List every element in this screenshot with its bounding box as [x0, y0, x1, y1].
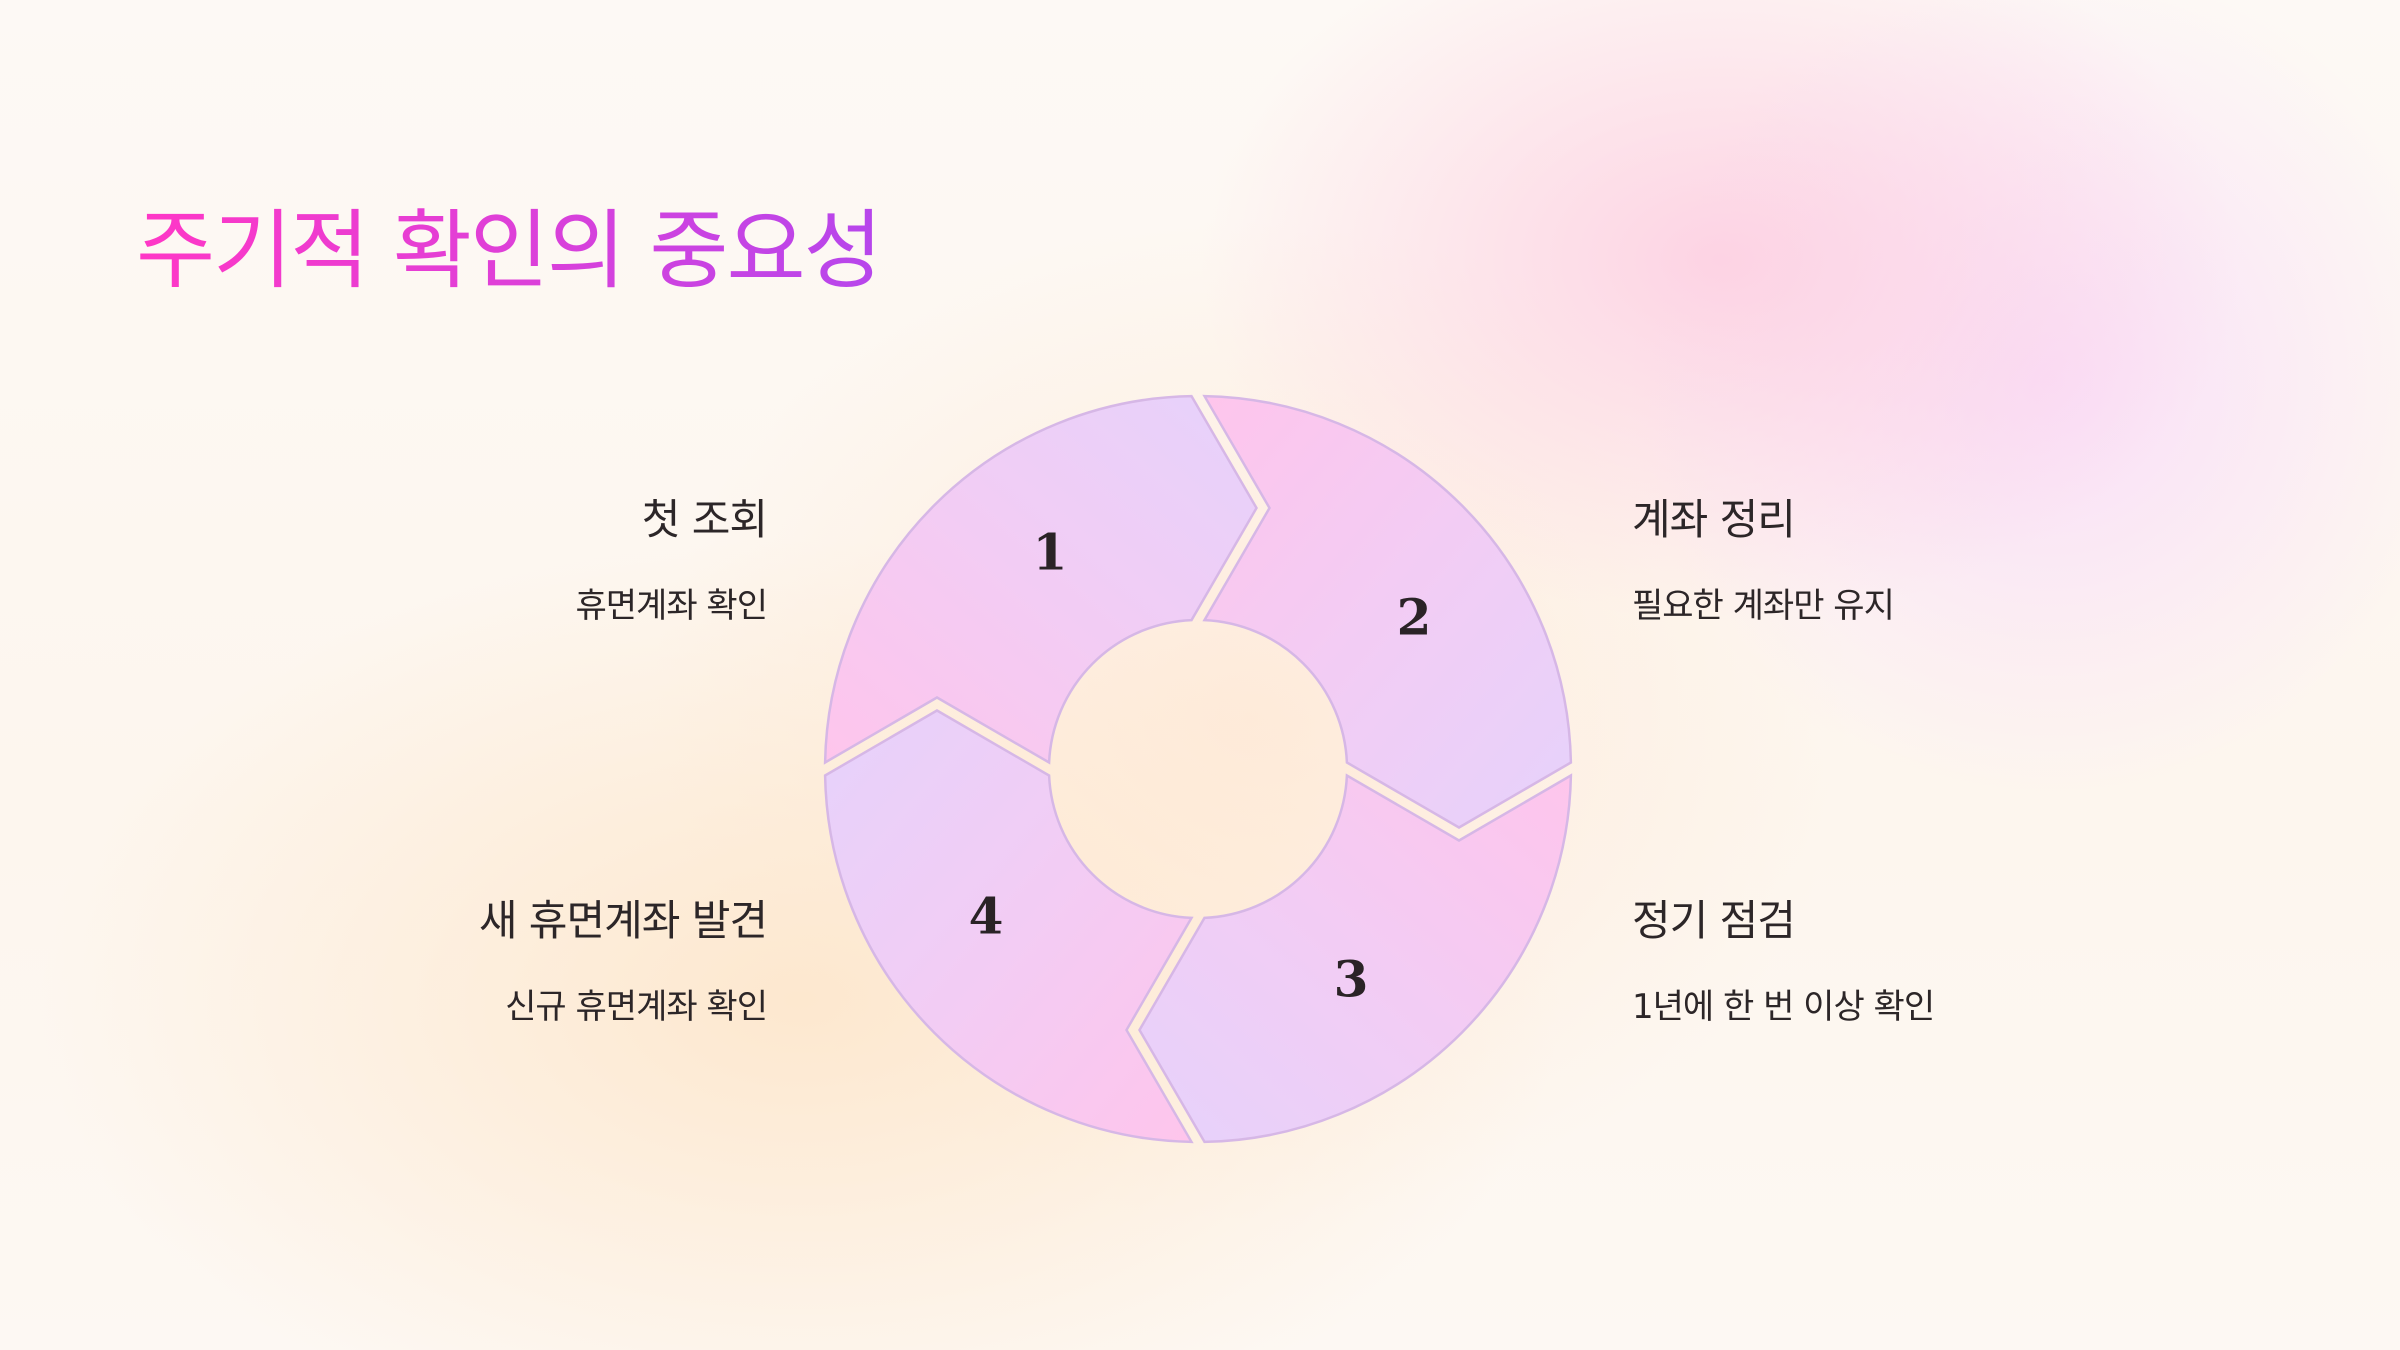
segment-number-4: 4: [969, 887, 1004, 946]
segment-number-1: 1: [1033, 523, 1068, 582]
step-2-description: 필요한 계좌만 유지: [1632, 586, 1895, 626]
cycle-segment-1: [823, 394, 1258, 765]
step-1-label: 첫 조회 휴면계좌 확인: [576, 492, 768, 630]
arrow-segment-shape: [823, 709, 1194, 1144]
step-2-label: 계좌 정리 필요한 계좌만 유지: [1632, 492, 1895, 630]
step-4-label: 새 휴면계좌 발견 신규 휴면계좌 확인: [478, 893, 768, 1031]
arrow-segment-shape: [1138, 773, 1573, 1144]
segment-number-3: 3: [1334, 950, 1369, 1009]
step-1-heading: 첫 조회: [641, 495, 768, 544]
step-2-heading: 계좌 정리: [1632, 495, 1796, 544]
step-3-heading: 정기 점검: [1632, 896, 1796, 945]
cycle-segment-2: [1202, 394, 1573, 829]
step-3-description: 1년에 한 번 이상 확인: [1632, 987, 1935, 1027]
segment-number-2: 2: [1397, 588, 1432, 647]
arrow-segment-shape: [823, 394, 1258, 765]
cycle-segment-4: [823, 709, 1194, 1144]
step-4-description: 신규 휴면계좌 확인: [505, 987, 768, 1027]
step-4-heading: 새 휴면계좌 발견: [478, 896, 768, 945]
arrow-segment-shape: [1202, 394, 1573, 829]
step-1-description: 휴면계좌 확인: [575, 586, 768, 626]
slide-title: 주기적 확인의 중요성: [136, 196, 883, 306]
cycle-segment-3: [1138, 773, 1573, 1144]
step-3-label: 정기 점검 1년에 한 번 이상 확인: [1632, 893, 1935, 1031]
